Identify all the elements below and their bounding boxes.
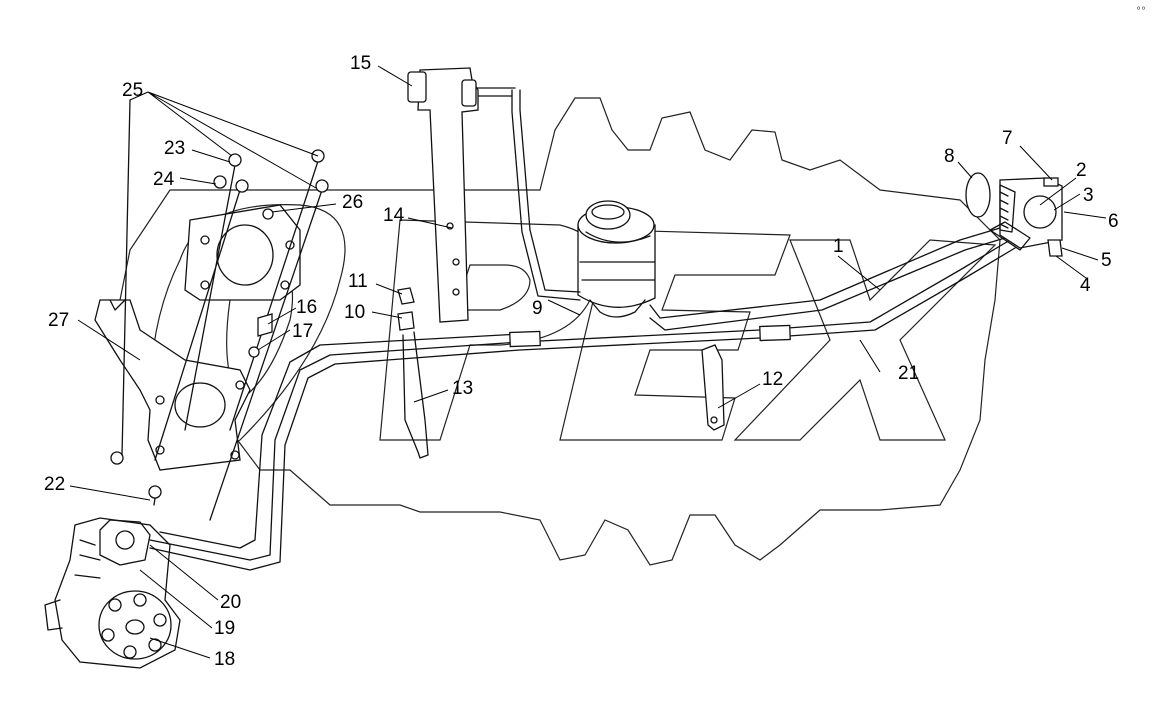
callout-labels: 1 2 3 4 5 6 7 8 9 10 11 12 13 14 15 16 1… xyxy=(44,53,1119,670)
callout-16: 16 xyxy=(296,297,317,318)
reservoir-bracket xyxy=(407,67,479,323)
callout-23: 23 xyxy=(164,138,185,159)
callout-17: 17 xyxy=(292,321,313,342)
callout-3: 3 xyxy=(1083,185,1094,206)
callout-5: 5 xyxy=(1101,250,1112,271)
callout-6: 6 xyxy=(1108,211,1119,232)
pipe-clamp-13 xyxy=(397,287,429,459)
callout-21: 21 xyxy=(898,363,919,384)
callout-4: 4 xyxy=(1080,275,1091,296)
return-line xyxy=(649,227,1006,331)
callout-10: 10 xyxy=(344,302,365,323)
callout-11: 11 xyxy=(348,271,368,292)
callout-20: 20 xyxy=(220,592,241,613)
callout-8: 8 xyxy=(944,146,955,167)
callout-19: 19 xyxy=(214,618,235,639)
callout-12: 12 xyxy=(762,369,783,390)
callout-22: 22 xyxy=(44,474,65,495)
pressure-line xyxy=(149,239,1016,571)
callout-13: 13 xyxy=(452,378,473,399)
leader-lines xyxy=(69,65,1107,659)
steering-gear xyxy=(965,172,1063,257)
callout-26: 26 xyxy=(342,192,363,213)
callout-14: 14 xyxy=(383,205,405,226)
callout-1: 1 xyxy=(833,236,844,257)
bolts xyxy=(110,99,329,521)
callout-27: 27 xyxy=(48,310,69,331)
watermark-gear xyxy=(119,97,1001,566)
steering-pump xyxy=(44,517,181,669)
corner-mark: °° xyxy=(1136,6,1146,17)
oil-reservoir xyxy=(577,200,656,318)
callout-9: 9 xyxy=(532,298,543,319)
callout-7: 7 xyxy=(1002,128,1013,149)
callout-2: 2 xyxy=(1076,160,1087,181)
callout-15: 15 xyxy=(350,53,371,74)
callout-25: 25 xyxy=(122,80,143,101)
pipe-bracket-12 xyxy=(701,344,725,431)
callout-18: 18 xyxy=(214,649,235,670)
callout-24: 24 xyxy=(153,169,175,190)
